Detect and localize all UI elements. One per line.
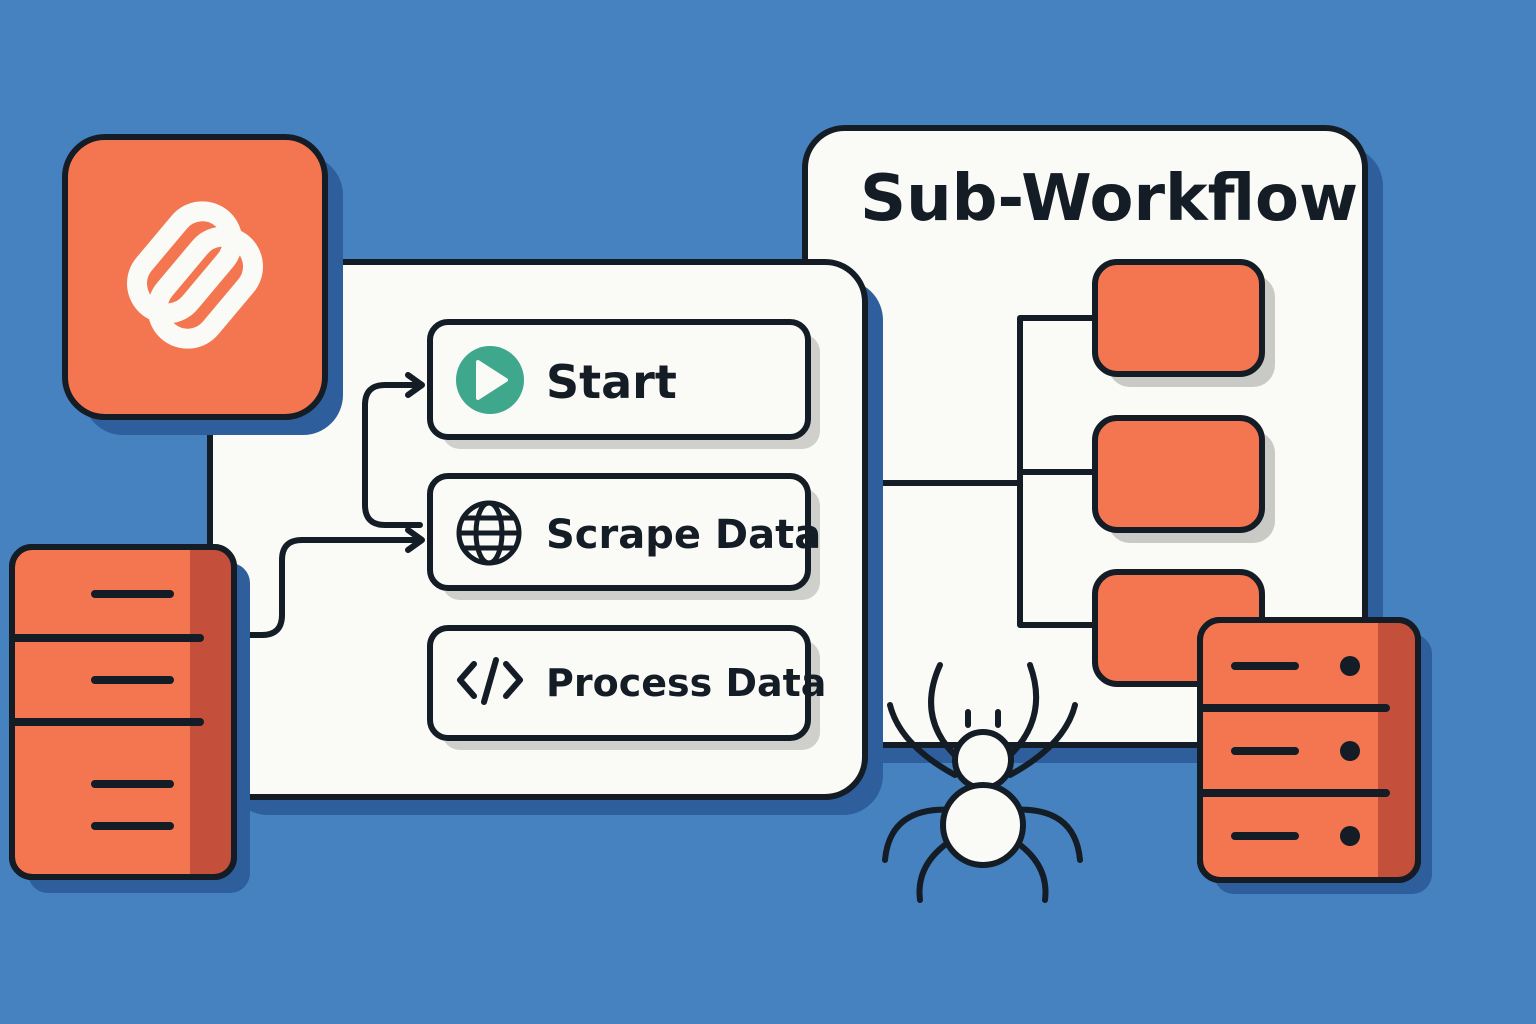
link-tile [62, 134, 328, 420]
sub-workflow-node [1092, 415, 1275, 543]
step-scrape-data[interactable] [427, 473, 820, 600]
sub-workflow-node [1092, 259, 1275, 387]
database-icon [9, 544, 250, 893]
step-label: Start [546, 355, 677, 409]
sub-workflow-title: Sub-Workflow [860, 162, 1358, 236]
code-icon [457, 657, 523, 705]
server-icon [1197, 617, 1432, 894]
link-icon [127, 201, 263, 349]
globe-icon [456, 500, 522, 566]
spider-icon [882, 662, 1083, 903]
step-start[interactable] [427, 319, 820, 449]
step-label: Scrape Data [546, 512, 821, 558]
step-label: Process Data [546, 661, 826, 705]
sub-workflow-connector [862, 315, 1098, 628]
step-process-data[interactable] [427, 625, 820, 750]
connector-arrow [237, 537, 423, 638]
connector-arrow [362, 382, 423, 528]
